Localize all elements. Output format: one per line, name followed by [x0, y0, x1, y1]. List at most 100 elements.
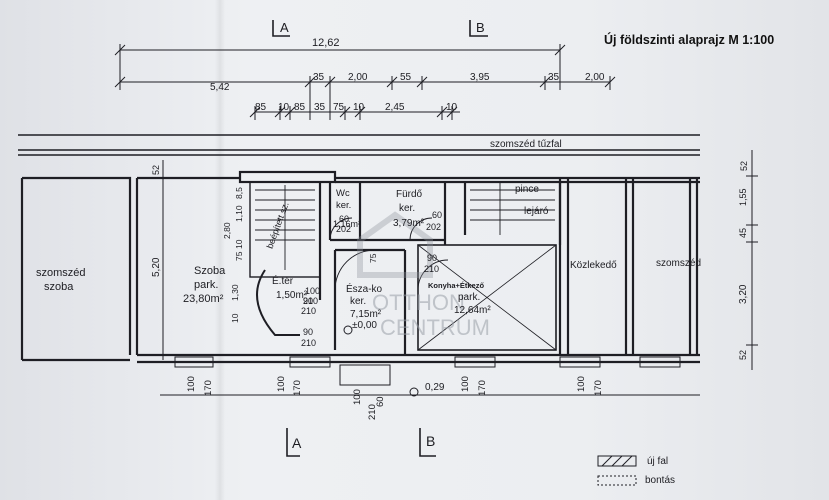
dim-row3-4: 75	[333, 102, 345, 113]
label-eszako-area: 7,15m²	[350, 309, 382, 320]
dim-bottom-6: 60	[375, 396, 386, 407]
legend-new-wall: új fal	[647, 456, 668, 467]
dim-eszako-door2-w: 90	[303, 327, 313, 337]
label-szoba-area: 23,80m²	[183, 293, 224, 305]
section-a-bottom: A	[292, 435, 302, 451]
dim-row3-5: 10	[353, 102, 365, 113]
staircase	[255, 182, 555, 270]
dim-stair-2: 2,80	[222, 222, 232, 239]
label-konyha-1: Konyha+Étkező	[428, 281, 484, 290]
walls	[20, 170, 700, 364]
windows	[174, 356, 681, 386]
dim-bottom-10: 170	[593, 380, 604, 396]
dim-bottom-9: 100	[576, 376, 587, 392]
dim-right-0: 52	[739, 161, 749, 171]
dim-furdo-door-h: 202	[426, 222, 441, 232]
dim-bottom-0: 100	[186, 376, 197, 392]
dim-kitchen-door-w: 90	[427, 253, 437, 263]
dim-stair-5: 1,30	[230, 284, 240, 301]
paper-fold	[215, 0, 225, 500]
dim-row3-2: 85	[294, 102, 306, 113]
legend-demolition: bontás	[645, 475, 675, 486]
label-furdo-2: ker.	[399, 203, 415, 214]
dim-stair-1: 1,10	[234, 205, 244, 222]
dim-row2-0: 5,42	[210, 82, 230, 93]
label-pince-1: pince	[515, 184, 539, 195]
label-eszako-2: ker.	[350, 296, 366, 307]
section-marks	[272, 20, 488, 457]
dim-row2-6: 2,00	[585, 72, 605, 83]
dim-right-4: 52	[738, 350, 748, 360]
label-wc-1: Wc	[336, 188, 350, 199]
plan-title: Új földszinti alaprajz M 1:100	[604, 33, 775, 47]
legend-swatches	[597, 455, 637, 486]
dim-wc-door-w: 60	[339, 214, 349, 224]
level-mark	[343, 325, 353, 335]
label-fire-wall: szomszéd tűzfal	[490, 139, 562, 150]
label-furdo-1: Fürdő	[396, 189, 423, 200]
label-eter-2: 1,50m²	[276, 290, 308, 301]
dim-row3-6: 2,45	[385, 102, 405, 113]
dim-row3-3: 35	[314, 102, 326, 113]
dim-furdo-door-w: 60	[432, 210, 442, 220]
entry-curved-wall	[256, 269, 300, 336]
dim-bottom-2: 100	[276, 376, 287, 392]
level-mark-outside	[409, 387, 419, 397]
label-built-in-wardrobe: beépített sz.	[265, 201, 291, 250]
dim-eszako-door-w: 90	[303, 296, 313, 306]
dim-row2-3: 55	[400, 72, 412, 83]
label-level: ±0,00	[352, 320, 377, 331]
label-konyha-area: 12,64m²	[454, 305, 491, 316]
label-wc-area: 1,16m²	[333, 219, 361, 229]
dim-row2-4: 3,95	[470, 72, 490, 83]
dim-eszako-door2-h: 210	[301, 338, 316, 348]
dim-row3-0: 85	[255, 102, 267, 113]
dim-stair-4: 75	[234, 251, 244, 261]
dim-eter-door-h: 210	[303, 296, 318, 306]
section-b-bottom: B	[426, 433, 435, 449]
dim-stair-3: 10	[234, 239, 244, 249]
kitchen-diagonals	[417, 244, 557, 351]
dim-right-1: 1,55	[738, 188, 748, 206]
dim-misc-0: 75	[368, 253, 378, 263]
dim-bottom-1: 170	[203, 380, 214, 396]
label-wc-2: ker.	[336, 200, 351, 211]
dim-bottom-5: 210	[367, 404, 378, 420]
dim-stair-6: 10	[230, 313, 240, 323]
svg-text:CENTRUM: CENTRUM	[380, 315, 490, 340]
dim-left-0: 52	[151, 165, 161, 175]
dimension-lines	[114, 44, 758, 396]
label-pince-2: lejáró	[524, 206, 549, 217]
label-neighbour-room-2: szoba	[44, 281, 74, 293]
label-szoba-1: Szoba	[194, 265, 226, 277]
label-eszako-1: Észa-ko	[346, 282, 383, 295]
dim-wc-door-h: 202	[336, 224, 351, 234]
dim-eszako-door-h: 210	[301, 306, 316, 316]
dim-stair-0: 8,5	[234, 187, 244, 199]
dim-row2-5: 35	[548, 72, 560, 83]
section-b-top: B	[476, 20, 485, 35]
dim-bottom-8: 170	[477, 380, 488, 396]
dim-left-1: 5,20	[151, 257, 162, 277]
dim-row2-1: 35	[313, 72, 325, 83]
section-a-top: A	[280, 20, 289, 35]
dim-kitchen-door-h: 210	[424, 264, 439, 274]
dim-overall: 12,62	[312, 37, 340, 49]
dim-row3-7: 10	[446, 102, 458, 113]
label-furdo-area: 3,79m²	[393, 218, 425, 229]
label-neighbour-room-1: szomszéd	[36, 267, 86, 279]
dim-bottom-4: 100	[352, 389, 363, 405]
dim-row2-2: 2,00	[348, 72, 368, 83]
watermark: OTTHON CENTRUM	[357, 211, 490, 340]
label-eter-1: É.tér	[272, 274, 294, 287]
door-swings	[329, 217, 449, 291]
dim-right-3: 3,20	[738, 284, 749, 304]
label-neighbour-right: szomszéd	[656, 258, 701, 269]
label-kozlekedo: Közlekedő	[570, 260, 617, 271]
label-szoba-2: park.	[194, 279, 218, 291]
neighbour-fire-wall	[18, 134, 700, 156]
dim-row3-1: 10	[278, 102, 290, 113]
dim-bottom-7: 100	[460, 376, 471, 392]
